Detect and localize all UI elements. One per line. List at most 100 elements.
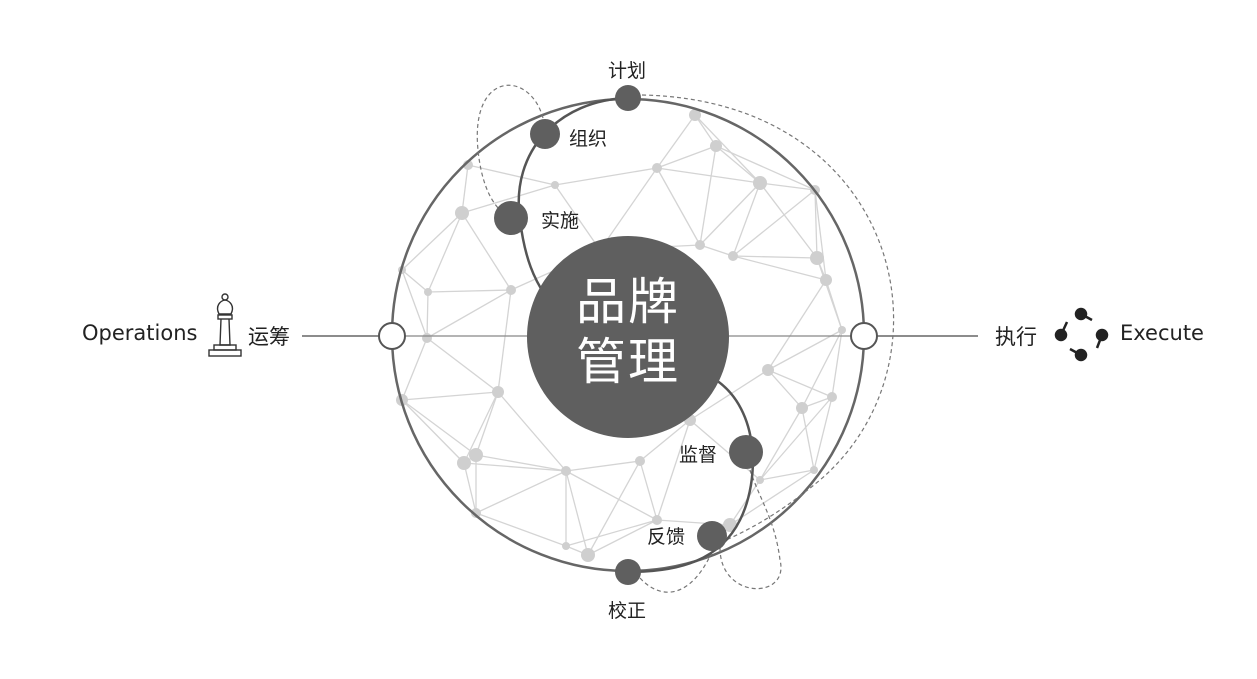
center-title-line1: 品牌: [576, 273, 680, 331]
mesh-line: [427, 289, 512, 293]
mesh-line: [689, 369, 769, 421]
mesh-node: [753, 176, 767, 190]
mesh-line: [732, 255, 827, 281]
node-left[interactable]: [378, 322, 406, 350]
mesh-line: [656, 145, 717, 169]
mesh-line: [427, 212, 463, 293]
mesh-node: [455, 206, 469, 220]
mesh-node: [551, 181, 559, 189]
node-right[interactable]: [850, 322, 878, 350]
center-circle: [527, 236, 729, 438]
mesh-line: [699, 182, 761, 246]
mesh-line: [732, 182, 761, 257]
mesh-node: [728, 251, 738, 261]
mesh-node: [810, 466, 818, 474]
mesh-line: [732, 189, 816, 257]
mesh-node: [469, 448, 483, 462]
label-implement: 实施: [541, 210, 580, 232]
mesh-node: [457, 456, 471, 470]
label-organize: 组织: [569, 128, 608, 150]
mesh-line: [401, 212, 463, 271]
mesh-line: [401, 399, 465, 464]
node-supervise[interactable]: [729, 435, 763, 469]
mesh-line: [467, 164, 556, 186]
mesh-line: [656, 114, 696, 169]
label-operations-cn: 运筹: [248, 325, 290, 349]
mesh-node: [689, 109, 701, 121]
mesh-line: [475, 391, 499, 456]
mesh-line: [759, 182, 816, 191]
mesh-line: [699, 244, 734, 257]
mesh-line: [759, 407, 803, 481]
cycle-dots-icon: [1054, 307, 1109, 362]
dashed-loop-right: [641, 94, 895, 541]
label-plan: 计划: [608, 60, 647, 82]
mesh-line: [831, 329, 843, 398]
mesh-line: [587, 519, 658, 556]
mesh-line: [599, 167, 658, 251]
node-feedback[interactable]: [697, 521, 727, 551]
mesh-line: [715, 145, 816, 191]
mesh-node: [820, 274, 832, 286]
mesh-line: [461, 212, 512, 291]
mesh-line: [463, 462, 477, 514]
mesh-node: [471, 508, 481, 518]
mesh-line: [401, 391, 499, 401]
label-correct: 校正: [608, 600, 647, 622]
mesh-node: [581, 548, 595, 562]
mesh-line: [463, 462, 567, 472]
mesh-line: [767, 329, 843, 371]
mesh-line: [565, 519, 658, 547]
label-operations: Operations: [82, 321, 198, 345]
chess-bishop-icon: [208, 293, 242, 357]
mesh-line: [497, 289, 512, 393]
mesh-node: [492, 386, 504, 398]
label-supervise: 监督: [679, 444, 718, 466]
mesh-node: [506, 285, 516, 295]
mesh-node: [827, 392, 837, 402]
mesh-node: [652, 515, 662, 525]
mesh-node: [635, 456, 645, 466]
mesh-line: [767, 369, 803, 409]
network-mesh: [396, 109, 846, 562]
mesh-line: [699, 145, 717, 246]
mesh-line: [767, 369, 833, 398]
mesh-line: [426, 289, 512, 339]
mesh-line: [639, 419, 691, 462]
mesh-line: [656, 419, 691, 521]
mesh-line: [729, 479, 761, 526]
mesh-line: [475, 512, 567, 547]
mesh-node: [562, 542, 570, 550]
label-execute-cn: 执行: [995, 325, 1037, 349]
node-organize[interactable]: [530, 119, 560, 149]
mesh-line: [689, 419, 761, 481]
node-implement[interactable]: [494, 201, 528, 235]
mesh-line: [813, 396, 833, 471]
mesh-line: [461, 164, 469, 214]
mesh-line: [554, 184, 601, 251]
mesh-line: [475, 454, 567, 472]
label-feedback: 反馈: [647, 526, 686, 548]
mesh-node: [723, 518, 737, 532]
mesh-line: [814, 189, 818, 259]
mesh-node: [810, 251, 824, 265]
label-execute: Execute: [1120, 321, 1204, 345]
mesh-line: [497, 391, 567, 472]
mesh-line: [401, 399, 477, 456]
mesh-node: [422, 333, 432, 343]
center-title-line2: 管理: [576, 333, 680, 391]
process-path-bottom: [627, 378, 755, 574]
mesh-line: [639, 460, 658, 521]
mesh-line: [759, 396, 833, 481]
mesh-line: [767, 279, 827, 371]
mesh-line: [825, 279, 843, 331]
mesh-line: [801, 329, 843, 409]
mesh-line: [401, 269, 428, 339]
node-plan[interactable]: [615, 85, 641, 111]
mesh-node: [695, 240, 705, 250]
node-correct[interactable]: [615, 559, 641, 585]
mesh-line: [426, 291, 429, 339]
mesh-line: [565, 460, 641, 472]
mesh-line: [401, 269, 429, 293]
